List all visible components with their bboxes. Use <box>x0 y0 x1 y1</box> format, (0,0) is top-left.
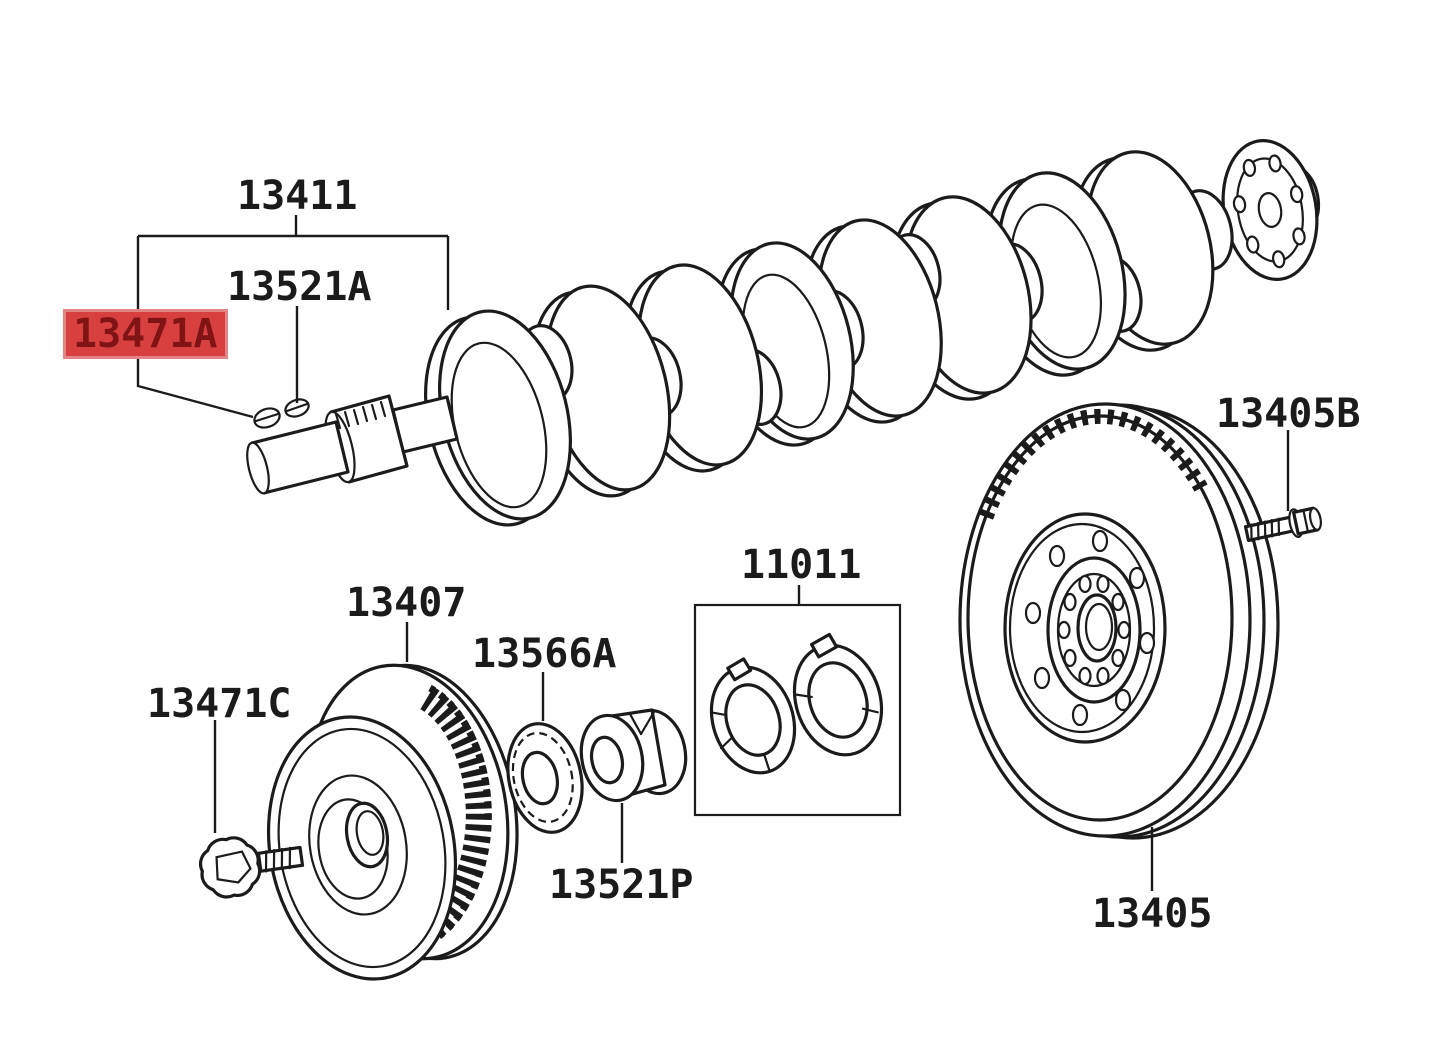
part-label-13407[interactable]: 13407 <box>346 580 467 626</box>
crankshaft-drawing <box>246 139 1321 527</box>
flywheel-drawing <box>958 402 1280 840</box>
part-label-13405B[interactable]: 13405B <box>1216 391 1361 437</box>
pulley-drawing <box>266 663 519 981</box>
flywheel-bolt-drawing <box>1243 506 1322 543</box>
part-label-13566A[interactable]: 13566A <box>472 631 617 677</box>
thrust-washer-box-drawing <box>693 603 902 817</box>
timing-gear-drawing <box>579 708 688 803</box>
pulley-bolt-drawing <box>198 836 305 899</box>
part-label-13521P[interactable]: 13521P <box>549 862 694 908</box>
woodruff-keys-drawing <box>253 398 310 429</box>
part-label-13411[interactable]: 13411 <box>237 173 358 219</box>
leader-lines <box>136 215 1290 891</box>
spacer-drawing <box>506 722 584 834</box>
part-label-13471C[interactable]: 13471C <box>147 681 292 727</box>
part-label-13471A-highlighted[interactable]: 13471A <box>63 309 228 359</box>
part-label-13521A[interactable]: 13521A <box>227 264 372 310</box>
part-label-11011[interactable]: 11011 <box>741 542 862 588</box>
part-label-13405[interactable]: 13405 <box>1092 891 1213 937</box>
